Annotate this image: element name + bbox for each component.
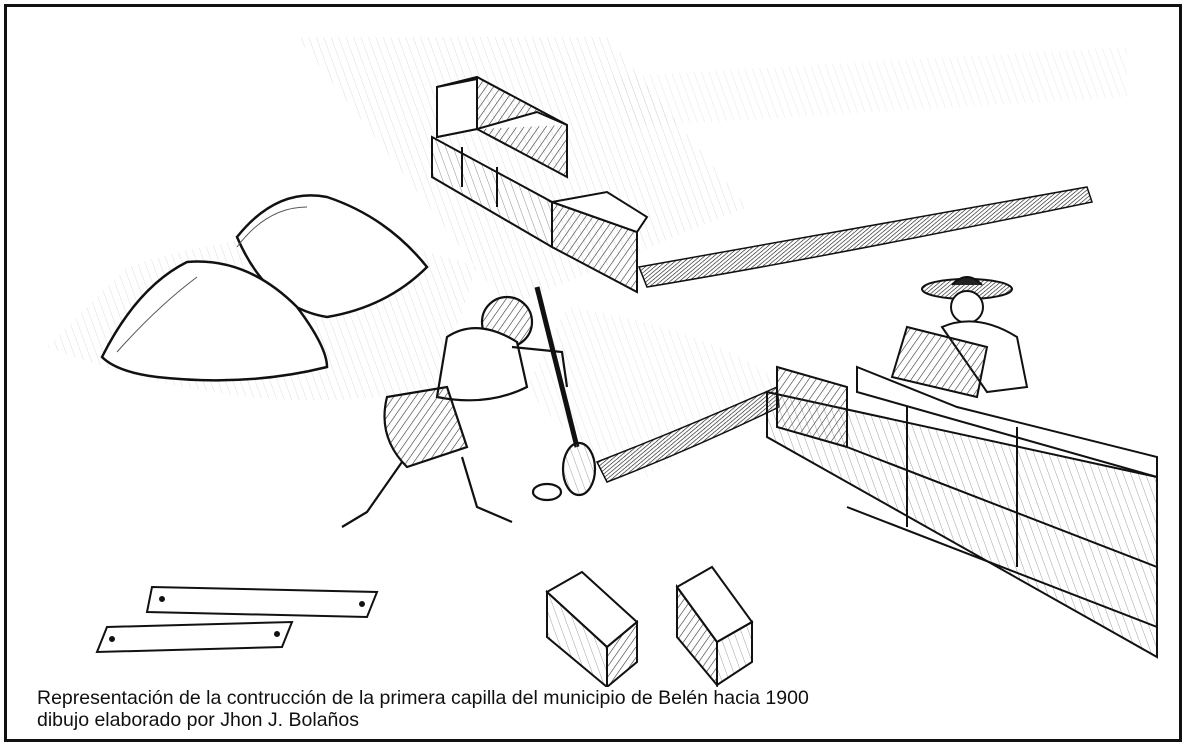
construction-sketch <box>47 37 1158 687</box>
worker-with-shovel <box>341 286 597 528</box>
caption: Representación de la contrucción de la p… <box>37 687 1157 731</box>
caption-line-2: dibujo elaborado por Jhon J. Bolaños <box>37 709 359 731</box>
caption-line-1: Representación de la contrucción de la p… <box>37 687 809 709</box>
back-brick-wall <box>431 75 649 294</box>
loose-bricks <box>545 565 754 687</box>
wooden-boards <box>95 585 379 654</box>
illustration-frame: Representación de la contrucción de la p… <box>4 4 1182 742</box>
worker-with-hat <box>890 276 1029 399</box>
sand-piles <box>100 194 429 382</box>
right-brick-wall <box>766 365 1158 659</box>
